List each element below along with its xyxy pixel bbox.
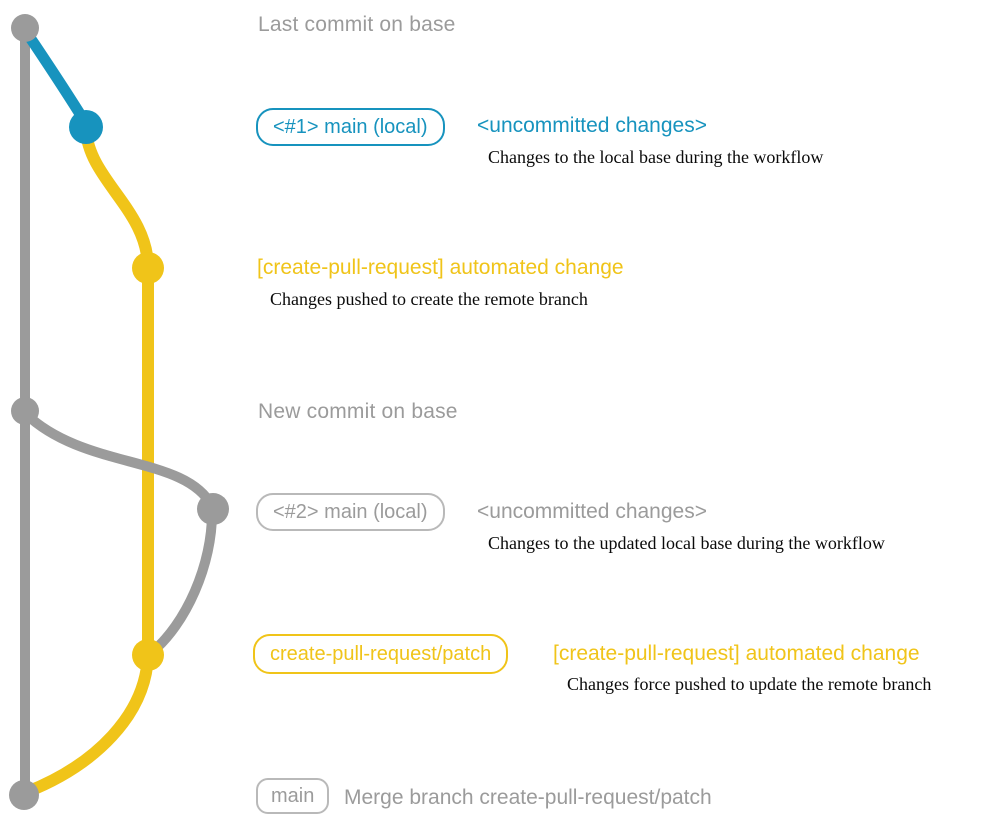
branch-path-patch-to-merge bbox=[21, 649, 154, 798]
commit-graph bbox=[9, 14, 229, 810]
description-local-base-changes: Changes to the local base during the wor… bbox=[488, 147, 824, 167]
branch-path-main-local-1 bbox=[21, 27, 91, 128]
badge-main: main bbox=[256, 778, 330, 814]
commit-dot-merge bbox=[9, 780, 39, 810]
commit-dot-patch-2 bbox=[132, 639, 164, 671]
branch-path-patch-from-main1 bbox=[80, 124, 154, 274]
description-push-create-branch: Changes pushed to create the remote bran… bbox=[270, 289, 588, 309]
commit-dot-base-new bbox=[11, 397, 39, 425]
badge-main-local-1: <#1> main (local) bbox=[256, 108, 445, 146]
note-uncommitted-changes-2: <uncommitted changes> bbox=[477, 500, 707, 523]
commit-dot-main-local-1 bbox=[69, 110, 103, 144]
label-merge-branch: Merge branch create-pull-request/patch bbox=[344, 786, 712, 809]
label-automated-change-2: [create-pull-request] automated change bbox=[553, 642, 920, 665]
commit-dot-patch-1 bbox=[132, 252, 164, 284]
label-automated-change-1: [create-pull-request] automated change bbox=[257, 256, 624, 279]
description-updated-local-base-changes: Changes to the updated local base during… bbox=[488, 533, 885, 553]
badge-create-pull-request-patch: create-pull-request/patch bbox=[253, 634, 509, 674]
label-new-commit-on-base: New commit on base bbox=[258, 400, 458, 423]
branch-path-main-local-2-in bbox=[147, 505, 218, 657]
note-uncommitted-changes-1: <uncommitted changes> bbox=[477, 114, 707, 137]
badge-main-local-2: <#2> main (local) bbox=[256, 493, 445, 531]
branch-path-main-local-2-out bbox=[21, 409, 217, 511]
description-force-push-update-branch: Changes force pushed to update the remot… bbox=[567, 674, 932, 694]
label-last-commit-on-base: Last commit on base bbox=[258, 13, 456, 36]
commit-dot-base-last bbox=[11, 14, 39, 42]
commit-dot-main-local-2 bbox=[197, 493, 229, 525]
